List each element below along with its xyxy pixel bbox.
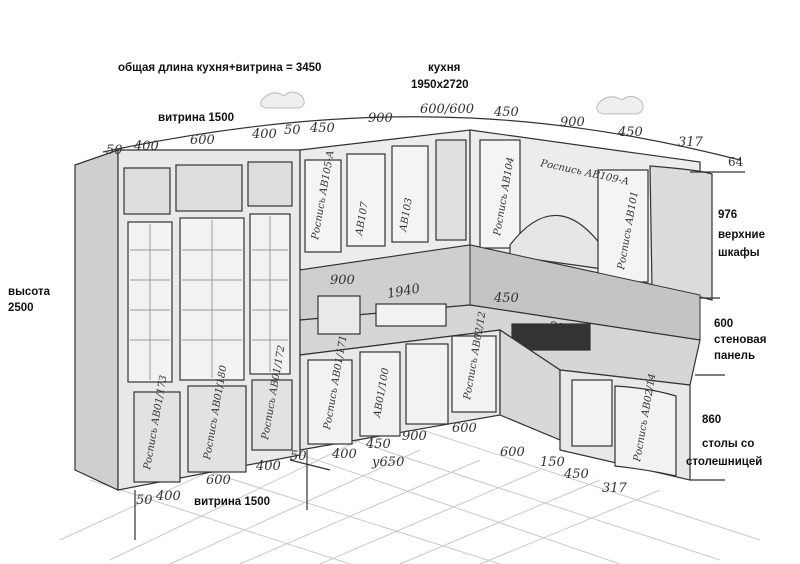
handwritten-top-vitrina: 50 400 600 400 50 (106, 123, 301, 158)
counter-title-2: столешницей (686, 456, 763, 468)
dim-top-450c: 450 (617, 125, 643, 140)
dim-bottom-mid-450: 450 (365, 437, 391, 452)
dim-top-50: 50 (106, 143, 123, 158)
dim-right-64: 64 (728, 155, 744, 169)
upper-cabinets-value: 976 (718, 209, 738, 221)
dim-run-1940: 1940 (386, 281, 421, 302)
height-value: 2500 (8, 302, 34, 314)
counter-title-1: столы со (702, 438, 755, 450)
dim-hood-450: 450 (493, 291, 519, 306)
wall-panel-value: 600 (714, 318, 734, 330)
dim-top-450b: 450 (493, 105, 519, 120)
floor-grid (59, 399, 761, 564)
upper-cabinets-right (469, 129, 713, 301)
dimension-lines (102, 116, 745, 540)
dim-bottom-right-450: 450 (563, 467, 589, 482)
height-title: высота (8, 286, 51, 298)
dim-top-400: 400 (133, 139, 159, 154)
dim-top-900b: 900 (560, 115, 585, 130)
dim-top-900: 900 (368, 111, 393, 126)
vitrina-bottom-label: витрина 1500 (194, 496, 270, 508)
wall-panel-title-2: панель (714, 350, 756, 362)
kitchen-title: кухня (428, 62, 461, 74)
base-cabinets (299, 328, 691, 481)
dim-bottom-50: 50 (136, 493, 153, 508)
dim-top-600-600: 600/600 (420, 102, 474, 117)
dim-run-2785: 2785 (546, 319, 582, 341)
dim-bottom-right-317: 317 (602, 481, 628, 496)
dim-top-317: 317 (678, 135, 704, 150)
countertop (299, 295, 701, 386)
dim-top-400b: 400 (251, 127, 277, 142)
dim-bottom-right-600: 600 (500, 445, 525, 460)
dim-bottom-400: 400 (155, 489, 181, 504)
dim-top-450: 450 (309, 121, 335, 136)
vitrina-tall-cabinets (74, 149, 301, 491)
decor-cloud-left (260, 91, 305, 109)
dim-bottom-mid-600: 600 (452, 421, 477, 436)
total-length-label: общая длина кухня+витрина = 3450 (118, 62, 322, 74)
upper-cabinets-title-1: верхние (718, 229, 765, 241)
dim-bottom-mid-650: у650 (371, 455, 404, 470)
dim-top-50b: 50 (284, 123, 301, 138)
vitrina-top-label: витрина 1500 (158, 112, 234, 124)
dim-bottom-600: 600 (206, 473, 231, 488)
dim-bottom-mid-900: 900 (402, 429, 427, 444)
dim-top-600: 600 (190, 133, 215, 148)
handwritten-bottom: 50 400 600 400 50 400 450 900 600 у650 6… (136, 273, 628, 508)
wall-panel-title-1: стеновая (714, 334, 767, 346)
handwritten-top-upper: 450 900 600/600 450 900 450 317 64 (309, 102, 744, 169)
counter-value: 860 (702, 414, 722, 426)
kitchen-size: 1950х2720 (411, 79, 469, 91)
dim-bottom-right-150: 150 (540, 455, 565, 470)
dim-upper-900: 900 (330, 273, 355, 288)
upper-cabinets-title-2: шкафы (718, 247, 760, 259)
dim-bottom-mid-400: 400 (331, 447, 357, 462)
decor-cloud-right (596, 96, 644, 115)
dim-bottom-400b: 400 (255, 459, 281, 474)
dim-bottom-50b: 50 (290, 449, 307, 464)
